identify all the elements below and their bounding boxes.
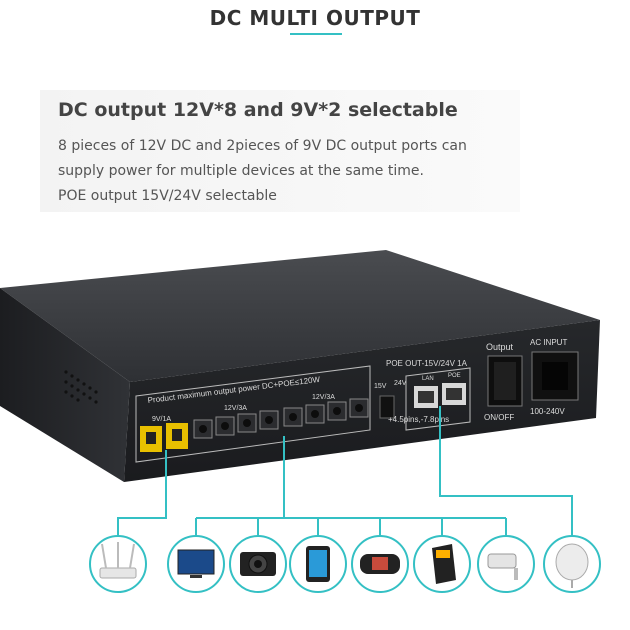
connection-lines [117, 406, 573, 536]
cctv-camera-icon [477, 535, 535, 593]
device-icons [89, 535, 601, 593]
dc-12v-ports [193, 398, 369, 439]
switch-24v-label: 24V [394, 380, 407, 387]
box-top [0, 250, 600, 382]
poe-title: POE OUT-15V/24V 1A [386, 359, 468, 368]
voltage-switch [379, 395, 395, 419]
router-icon [89, 535, 147, 593]
description-title: DC output 12V*8 and 9V*2 selectable [58, 99, 458, 121]
poe-frame [405, 367, 471, 431]
ac-socket-inner [542, 362, 568, 390]
port-9v-label: 9V/1A [152, 416, 171, 423]
xt30-port-1-socket [146, 432, 156, 444]
box-side [0, 288, 130, 482]
xt30-port-2-socket [172, 429, 182, 441]
tv-icon [167, 535, 225, 593]
product-scene: Product maximum output power DC+POE≤120W… [0, 250, 601, 593]
description-line-2: supply power for multiple devices at the… [58, 163, 424, 179]
camera-icon [229, 535, 287, 593]
game-console-icon [351, 535, 409, 593]
lan-port-socket [418, 391, 434, 403]
port-12v-label-b: 12V/3A [312, 394, 335, 401]
switch-15v-label: 15V [374, 383, 387, 390]
title-underline [290, 33, 342, 35]
output-label: Output [486, 342, 514, 352]
power-box: Product maximum output power DC+POE≤120W… [0, 250, 600, 482]
port-12v-label-a: 12V/3A [224, 405, 247, 412]
ac-input-label: AC INPUT [530, 338, 567, 347]
poe-port-socket [446, 388, 462, 400]
vent-holes [64, 370, 98, 404]
poe-pins-label: +4.5pins,-7.8pins [388, 415, 449, 424]
poe-label: POE [448, 373, 461, 379]
phone-icon [289, 535, 347, 593]
description-line-3: POE output 15V/24V selectable [58, 188, 277, 204]
page-title: DC MULTI OUTPUT [209, 6, 421, 30]
wireless-bridge-icon [543, 535, 601, 593]
lan-label: LAN [422, 376, 434, 382]
ac-range-label: 100-240V [530, 407, 565, 416]
dc-output-frame [135, 365, 371, 463]
description-box [40, 90, 520, 212]
pos-terminal-icon [413, 535, 471, 593]
output-rocker [494, 362, 516, 400]
description-line-1: 8 pieces of 12V DC and 2pieces of 9V DC … [58, 138, 467, 154]
on-off-label: ON/OFF [484, 413, 514, 422]
